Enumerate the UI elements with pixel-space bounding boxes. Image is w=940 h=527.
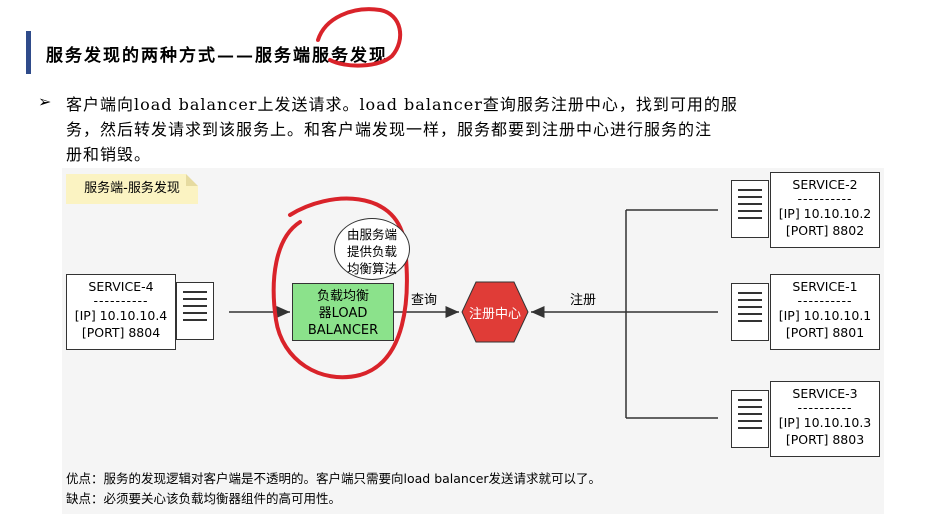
lb-line: BALANCER xyxy=(307,323,379,338)
lb-line: 器LOAD xyxy=(318,306,368,321)
query-label: 查询 xyxy=(411,293,438,308)
registry-hexagon xyxy=(461,281,529,343)
server-icon xyxy=(731,180,769,238)
service-name: SERVICE-1 xyxy=(792,279,858,294)
server-icon xyxy=(731,390,769,448)
service-ip: [IP] 10.10.10.3 xyxy=(778,415,872,430)
service-divider: ---------- xyxy=(797,293,853,308)
lb-line: 负载均衡 xyxy=(316,289,369,304)
heading-accent-bar xyxy=(26,31,31,74)
service-box: SERVICE-2 ---------- [IP] 10.10.10.2 [PO… xyxy=(770,172,880,248)
bullet-line: 务，然后转发请求到该服务上。和客户端发现一样，服务都要到注册中心进行服务的注 xyxy=(66,120,713,139)
annotation-circle-lb xyxy=(271,196,409,380)
slide-heading: 服务发现的两种方式——服务端服务发现 xyxy=(46,46,388,66)
bubble-line: 由服务端 xyxy=(346,227,397,242)
annotation-circle-heading xyxy=(316,7,402,68)
service-ip: [IP] 10.10.10.2 xyxy=(778,206,872,221)
lb-annotation-bubble: 由服务端 提供负载 均衡算法 xyxy=(334,218,410,280)
service-divider: ---------- xyxy=(797,400,853,415)
bullet-text: 客户端向load balancer上发送请求。load balancer查询服务… xyxy=(66,92,876,167)
pros-text: 优点：服务的发现逻辑对客户端是不透明的。客户端只需要向load balancer… xyxy=(66,471,602,486)
service-name: SERVICE-3 xyxy=(792,386,858,401)
bubble-line: 提供负载 xyxy=(346,244,397,259)
bullet-line: 册和销毁。 xyxy=(66,145,152,164)
server-icon xyxy=(176,282,214,340)
bullet-line: 客户端向load balancer上发送请求。load balancer查询服务… xyxy=(66,95,738,114)
server-icon xyxy=(731,283,769,341)
service-ip: [IP] 10.10.10.4 xyxy=(74,308,168,323)
service-box: SERVICE-1 ---------- [IP] 10.10.10.1 [PO… xyxy=(770,274,880,350)
service-ip: [IP] 10.10.10.1 xyxy=(778,308,872,323)
sticky-note: 服务端-服务发现 xyxy=(66,174,198,204)
service-box: SERVICE-3 ---------- [IP] 10.10.10.3 [PO… xyxy=(770,381,880,457)
service-divider: ---------- xyxy=(797,191,853,206)
service-divider: ---------- xyxy=(93,293,149,308)
arrow-bullet-icon: ➢ xyxy=(38,92,52,111)
service-port: [PORT] 8803 xyxy=(785,432,865,447)
service-name: SERVICE-4 xyxy=(88,279,154,294)
bubble-line: 均衡算法 xyxy=(346,261,397,276)
service-port: [PORT] 8801 xyxy=(785,325,865,340)
service-port: [PORT] 8804 xyxy=(81,325,161,340)
cons-text: 缺点：必须要关心该负载均衡器组件的高可用性。 xyxy=(66,491,342,506)
client-service-box: SERVICE-4 ---------- [IP] 10.10.10.4 [PO… xyxy=(66,274,176,350)
service-port: [PORT] 8802 xyxy=(785,223,865,238)
load-balancer-box: 负载均衡 器LOAD BALANCER xyxy=(292,283,394,341)
register-label: 注册 xyxy=(570,293,597,308)
registry-label: 注册中心 xyxy=(468,307,521,322)
service-name: SERVICE-2 xyxy=(792,177,858,192)
